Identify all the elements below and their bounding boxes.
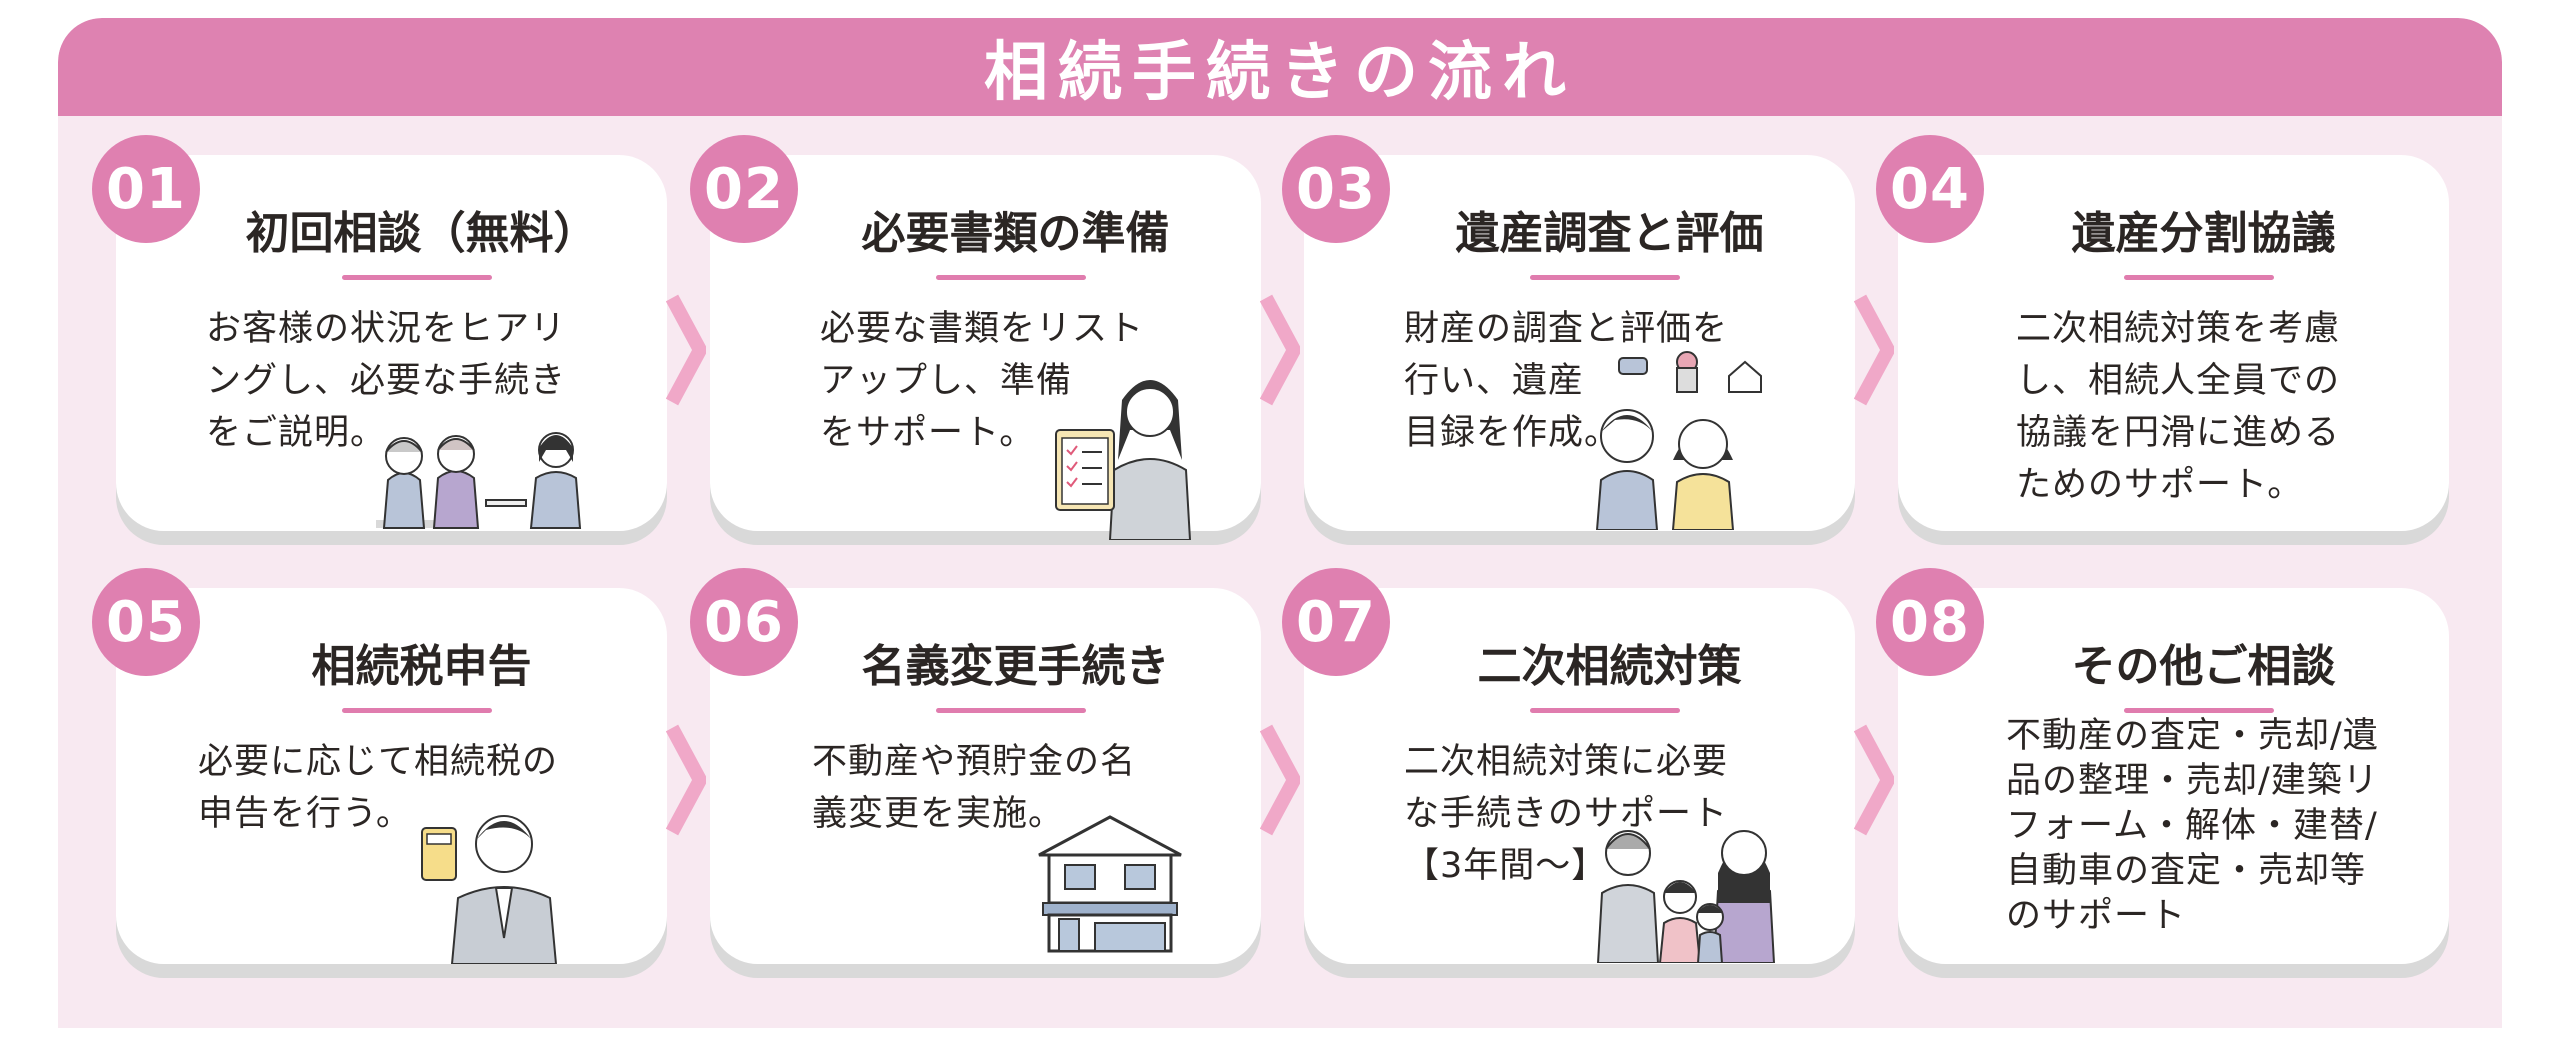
step-description: 二次相続対策に必要な手続きのサポート【3年間～】 xyxy=(1404,742,1729,886)
step-title: その他ご相談 xyxy=(2071,641,2336,692)
chevron-right-icon xyxy=(1260,724,1300,836)
step-title: 必要書類の準備 xyxy=(861,208,1170,259)
step-title: 相続税申告 xyxy=(311,641,532,692)
step-description: 不動産の査定・売却/遺品の整理・売却/建築リフォーム・解体・建替/自動車の査定・… xyxy=(2006,716,2379,936)
step-title: 名義変更手続き xyxy=(861,641,1170,692)
step-card-05: 相続税申告 必要に応じて相続税の申告を行う。 xyxy=(116,588,667,964)
step-title: 遺産調査と評価 xyxy=(1455,208,1764,259)
step-description: 不動産や預貯金の名義変更を実施。 xyxy=(812,742,1137,834)
step-card-06: 名義変更手続き 不動産や預貯金の名義変更を実施。 xyxy=(710,588,1261,964)
title-underline xyxy=(935,275,1086,280)
chevron-right-icon xyxy=(1854,294,1894,406)
step-title: 初回相談（無料） xyxy=(245,208,598,259)
couple-assets-icon xyxy=(1595,351,1762,530)
step-card-07: 二次相続対策 二次相続対策に必要な手続きのサポート【3年間～】 xyxy=(1304,588,1855,964)
page-title: 相続手続きの流れ xyxy=(984,36,1576,110)
step-description: 必要な書類をリストアップし、準備をサポート。 xyxy=(820,309,1145,453)
step-number-badge: 01 xyxy=(92,135,200,243)
title-underline xyxy=(2123,708,2274,713)
step-card-08: その他ご相談 不動産の査定・売却/遺品の整理・売却/建築リフォーム・解体・建替/… xyxy=(1898,588,2449,964)
step-description: 必要に応じて相続税の申告を行う。 xyxy=(198,742,559,834)
consultation-people-icon xyxy=(376,432,582,529)
woman-checklist-icon xyxy=(1055,380,1192,540)
title-underline xyxy=(2123,275,2274,280)
step-description: 財産の調査と評価を行い、遺産目録を作成。 xyxy=(1404,309,1729,453)
chevron-right-icon xyxy=(666,724,706,836)
house-icon xyxy=(1038,815,1182,953)
step-title: 遺産分割協議 xyxy=(2071,208,2336,259)
man-calculator-icon xyxy=(421,815,558,964)
step-card-04: 遺産分割協議 二次相続対策を考慮し、相続人全員での協議を円滑に進めるためのサポー… xyxy=(1898,155,2449,531)
step-number-badge: 05 xyxy=(92,568,200,676)
step-number-badge: 03 xyxy=(1282,135,1390,243)
step-card-01: 初回相談（無料） お客様の状況をヒアリングし、必要な手続きをご説明。 xyxy=(116,155,667,531)
step-number-badge: 08 xyxy=(1876,568,1984,676)
chevron-right-icon xyxy=(666,294,706,406)
title-underline xyxy=(341,275,492,280)
title-banner: 相続手続きの流れ xyxy=(58,18,2502,116)
step-description: お客様の状況をヒアリングし、必要な手続きをご説明。 xyxy=(206,309,567,453)
step-number-badge: 06 xyxy=(690,568,798,676)
title-underline xyxy=(935,708,1086,713)
family-icon xyxy=(1596,830,1776,963)
title-underline xyxy=(1529,708,1680,713)
step-number-badge: 02 xyxy=(690,135,798,243)
title-underline xyxy=(1529,275,1680,280)
title-underline xyxy=(341,708,492,713)
step-title: 二次相続対策 xyxy=(1477,641,1742,692)
step-number-badge: 07 xyxy=(1282,568,1390,676)
step-number-badge: 04 xyxy=(1876,135,1984,243)
chevron-right-icon xyxy=(1260,294,1300,406)
step-card-02: 必要書類の準備 必要な書類をリストアップし、準備をサポート。 xyxy=(710,155,1261,540)
step-description: 二次相続対策を考慮し、相続人全員での協議を円滑に進めるためのサポート。 xyxy=(2016,309,2341,505)
chevron-right-icon xyxy=(1854,724,1894,836)
step-card-03: 遺産調査と評価 財産の調査と評価を行い、遺産目録を作成。 xyxy=(1304,155,1855,531)
